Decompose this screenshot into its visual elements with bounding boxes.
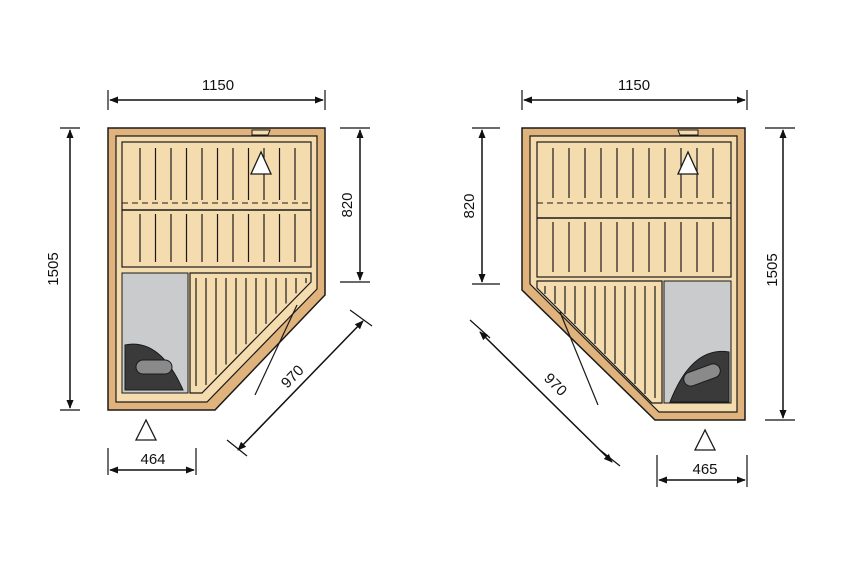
vent-icon [677,129,699,136]
door-marker-icon [249,150,273,175]
vent-icon [251,129,271,136]
right-bench-depth-label: 820 [461,193,478,218]
left-bottom-width-label: 464 [140,451,165,468]
left-depth-total-label: 1505 [45,252,62,285]
right-width-top-label: 1150 [618,77,650,94]
left-bench-depth-label: 820 [339,192,356,217]
left-upper-bench [121,141,312,268]
heater-icon [669,350,730,403]
left-width-top-label: 1150 [202,77,234,94]
right-upper-bench [536,141,732,278]
door-marker-icon [693,428,717,451]
right-sauna-plan: 1150 820 1505 970 465 [461,77,795,487]
heater-icon [124,343,184,391]
left-diagonal-dimension-line [237,320,364,451]
door-marker-icon [134,418,158,441]
left-lower-bench-slats [195,278,307,386]
right-bottom-width-label: 465 [692,461,717,478]
right-diagonal-dimension-line [479,331,613,463]
left-sauna-plan: 1150 1505 820 970 464 [45,77,373,475]
right-upper-bench-slats [552,148,714,272]
right-depth-total-label: 1505 [764,253,781,286]
left-door-diagonal-label: 970 [278,362,308,392]
door-marker-icon [676,150,700,175]
